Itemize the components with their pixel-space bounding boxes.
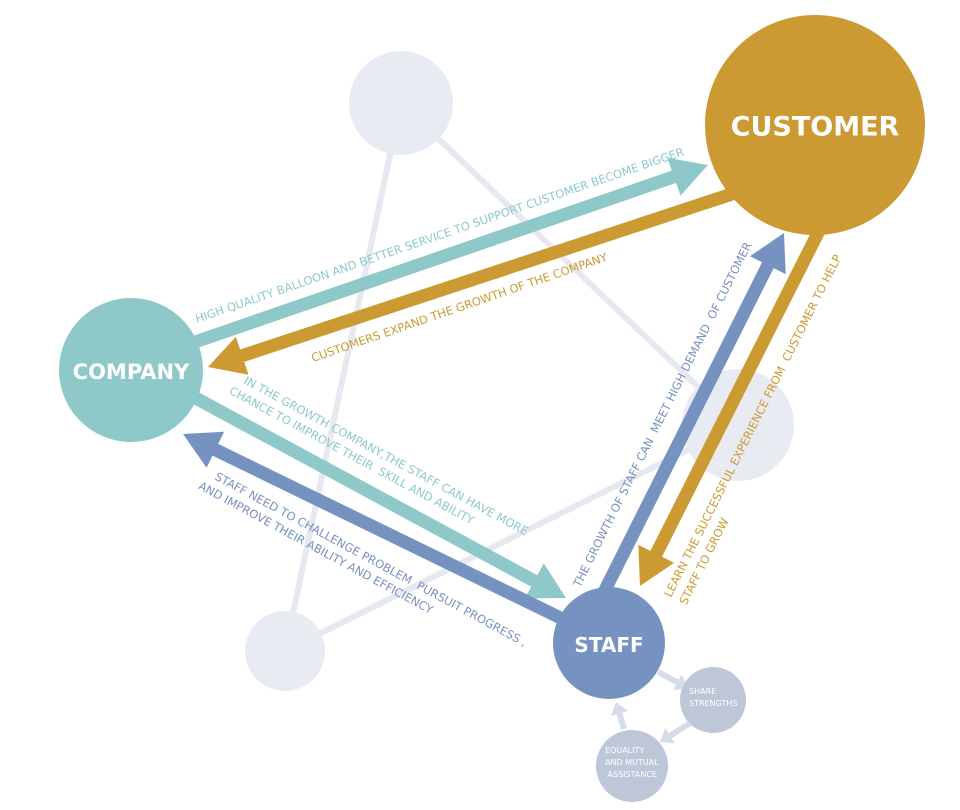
node-company-label: COMPANY xyxy=(73,360,190,384)
arrow-customer-to-staff xyxy=(638,222,828,586)
mini-arrow-share-to-equality xyxy=(660,717,697,744)
node-equality-label: AND MUTUAL xyxy=(605,758,659,767)
background-link xyxy=(398,100,741,428)
background-node xyxy=(245,611,325,691)
main-nodes: CUSTOMER COMPANY STAFF xyxy=(59,15,925,699)
mini-arrow-staff-to-share xyxy=(656,669,688,691)
relationship-arrows xyxy=(183,157,828,631)
node-customer-label: CUSTOMER xyxy=(731,112,900,143)
node-share-strengths-label: SHARE xyxy=(689,687,716,696)
mini-arrow-equality-to-staff xyxy=(610,702,628,730)
background-link xyxy=(282,102,404,652)
node-staff-label: STAFF xyxy=(574,633,643,657)
node-share-strengths-label: STRENGTHS xyxy=(689,699,737,708)
node-customer xyxy=(705,15,925,235)
staff-values-cycle: SHARE STRENGTHS EQUALITY AND MUTUAL ASSISTA… xyxy=(596,667,746,802)
arrow-staff-to-customer xyxy=(594,233,786,603)
arrow-company-to-customer xyxy=(192,157,708,349)
node-equality-label: ASSISTANCE xyxy=(605,770,657,779)
arrow-customer-to-company xyxy=(208,186,737,375)
node-staff xyxy=(553,587,665,699)
node-equality xyxy=(596,730,668,802)
node-company xyxy=(59,298,203,442)
background-node xyxy=(349,51,453,155)
node-share-strengths xyxy=(680,667,746,733)
background-network xyxy=(245,51,794,691)
node-equality-label: EQUALITY xyxy=(605,746,644,755)
arrow-company-to-staff xyxy=(186,389,566,599)
arrow-staff-to-company xyxy=(183,431,578,631)
